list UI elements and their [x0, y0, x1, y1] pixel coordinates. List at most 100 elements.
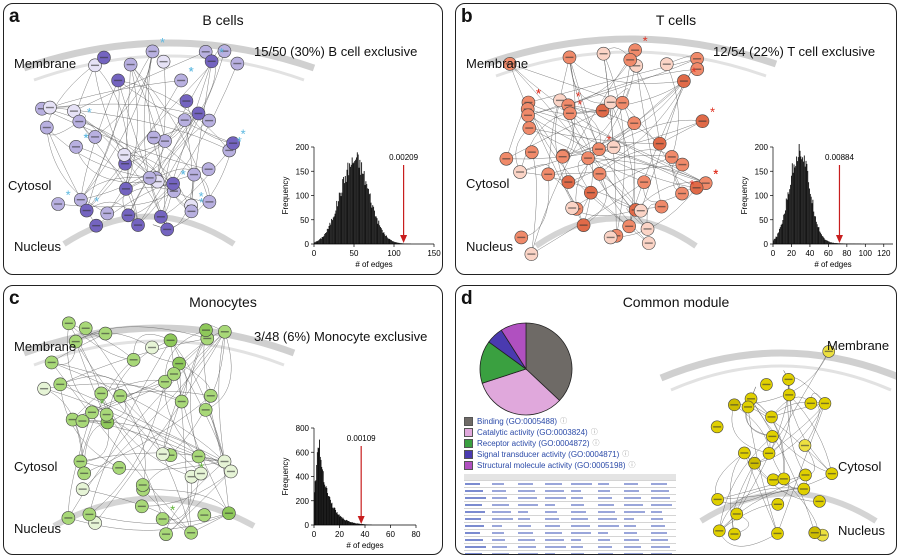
node-label-mark	[76, 460, 85, 463]
go-legend-item: Signal transducer activity (GO:0004871)ⓘ	[464, 449, 636, 460]
network-edge	[60, 384, 225, 462]
info-icon[interactable]: ⓘ	[590, 429, 598, 436]
histogram-bar	[381, 229, 383, 244]
histogram-bar	[825, 239, 827, 244]
histogram-bars	[314, 152, 411, 244]
table-row[interactable]	[464, 529, 676, 537]
table-text-mark	[465, 553, 483, 554]
histogram-bar	[792, 172, 794, 244]
node-label-mark	[47, 361, 56, 364]
network-edge	[51, 362, 192, 533]
y-tick-label: 100	[296, 192, 310, 201]
table-text-mark	[624, 483, 638, 485]
histogram-bar	[779, 227, 781, 244]
node-label-mark	[78, 420, 87, 422]
compartment-arcs	[22, 39, 316, 247]
network-edge	[719, 488, 804, 531]
network-edge	[750, 398, 785, 479]
table-text-mark	[624, 497, 642, 499]
table-row[interactable]	[464, 543, 676, 551]
table-row[interactable]	[464, 536, 676, 544]
histogram-bar	[391, 240, 393, 244]
histogram-bar	[350, 522, 352, 525]
info-icon[interactable]: ⓘ	[622, 451, 630, 458]
node-label-mark	[37, 107, 46, 110]
table-row[interactable]	[464, 494, 676, 502]
histogram-bar	[316, 452, 318, 525]
node-label-mark	[740, 452, 749, 454]
node-label-mark	[78, 488, 87, 490]
p-value-label: 0.00209	[389, 153, 418, 162]
network-edge	[529, 127, 660, 144]
go-legend-item: Receptor activity (GO:0004872)ⓘ	[464, 438, 636, 449]
table-cell	[490, 543, 517, 551]
node-label-mark	[698, 120, 707, 122]
table-cell	[649, 508, 676, 516]
node-label-mark	[116, 395, 125, 397]
table-cell	[570, 508, 597, 516]
table-text-mark	[465, 532, 480, 534]
histogram-bar	[824, 239, 826, 244]
legend-label[interactable]: Catalytic activity (GO:0003824)	[477, 428, 588, 437]
node-label-mark	[556, 99, 565, 102]
network-edge	[548, 164, 683, 175]
node-label-mark	[713, 498, 722, 501]
node-label-mark	[818, 534, 827, 536]
node-label-mark	[87, 411, 96, 414]
histogram-bar	[835, 243, 837, 244]
network-edge	[106, 414, 163, 520]
histogram-bar	[359, 159, 361, 244]
histogram-bar	[326, 487, 328, 525]
node-label-mark	[156, 216, 165, 218]
table-row[interactable]	[464, 487, 676, 495]
info-icon[interactable]: ⓘ	[560, 418, 568, 425]
exclusive-markers: ***************	[66, 35, 246, 210]
common-network	[659, 345, 896, 547]
exclusive-star: *	[237, 134, 242, 149]
legend-label[interactable]: Signal transducer activity (GO:0004871)	[477, 450, 620, 459]
legend-label[interactable]: Receptor activity (GO:0004872)	[477, 439, 590, 448]
histogram-bar	[832, 242, 834, 244]
exclusive-star: *	[691, 65, 696, 80]
table-cell	[490, 508, 517, 516]
histogram-bar	[386, 237, 388, 244]
histogram-bar	[363, 171, 365, 244]
table-cell	[570, 487, 597, 495]
histogram-bar	[354, 522, 355, 525]
table-cell	[570, 529, 597, 537]
table-text-mark	[491, 518, 513, 520]
x-tick-label: 40	[805, 249, 814, 258]
exclusive-star: *	[536, 86, 541, 101]
table-row[interactable]	[464, 480, 676, 488]
histogram-bar	[833, 242, 834, 244]
histogram-bar	[359, 523, 361, 525]
histogram-bar	[785, 210, 786, 244]
node-label-mark	[626, 59, 635, 61]
histogram-bar	[339, 192, 341, 244]
node-label-mark	[148, 346, 157, 349]
legend-label[interactable]: Binding (GO:0005488)	[477, 417, 558, 426]
histogram-bar	[778, 232, 780, 244]
node-label-mark	[744, 406, 753, 408]
node-label-mark	[516, 171, 525, 173]
info-icon[interactable]: ⓘ	[592, 440, 600, 447]
table-row[interactable]	[464, 550, 676, 554]
go-legend-item: Structural molecule activity (GO:0005198…	[464, 460, 636, 471]
node-label-mark	[187, 532, 196, 534]
histogram-bar	[314, 242, 316, 244]
table-row[interactable]	[464, 508, 676, 516]
table-row[interactable]	[464, 501, 676, 509]
histogram-bar	[326, 232, 327, 244]
info-icon[interactable]: ⓘ	[628, 462, 636, 469]
exclusive-star: *	[536, 86, 541, 101]
histogram-bar	[809, 188, 810, 244]
table-cell	[570, 494, 597, 502]
histogram-bar	[338, 514, 339, 525]
histogram-bar	[821, 235, 823, 244]
histogram-bar	[337, 206, 339, 244]
legend-label[interactable]: Structural molecule activity (GO:0005198…	[477, 461, 626, 470]
node-label-mark	[207, 60, 216, 63]
histogram-bar	[814, 216, 816, 244]
table-row[interactable]	[464, 522, 676, 530]
table-row[interactable]	[464, 515, 676, 523]
